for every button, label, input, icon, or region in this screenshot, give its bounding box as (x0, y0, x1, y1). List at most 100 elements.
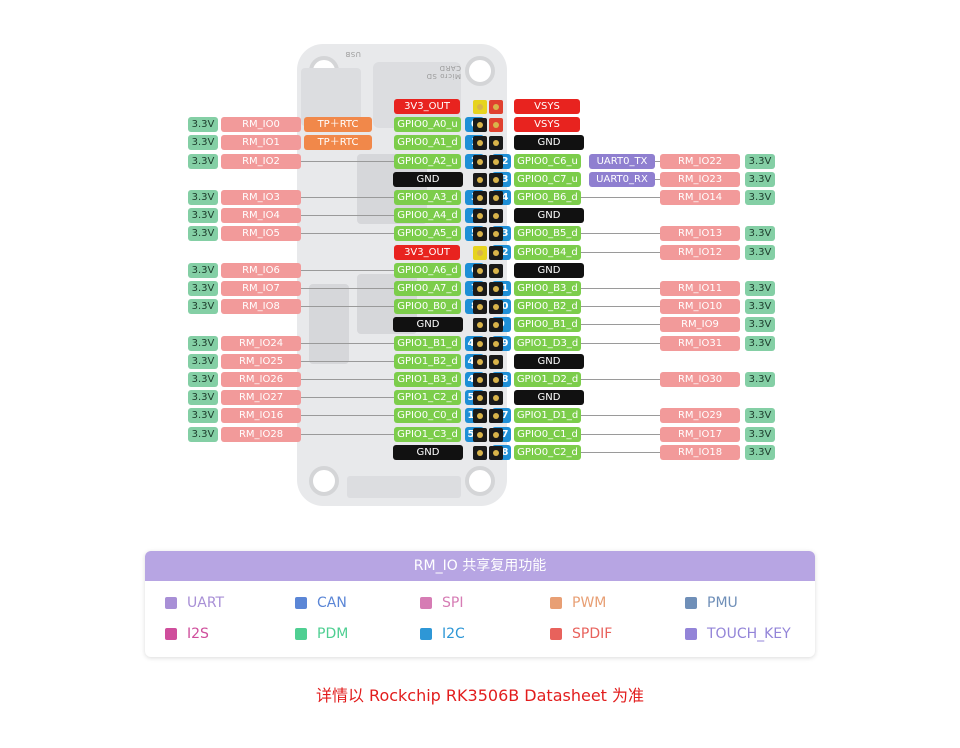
voltage-label: 3.3V (188, 390, 218, 406)
rm-io-label: RM_IO4 (221, 208, 301, 224)
rm-io-label: RM_IO17 (660, 426, 740, 442)
header-pin (473, 427, 487, 442)
leader-line (301, 233, 394, 235)
legend-swatch (550, 597, 562, 609)
rm-io-label: RM_IO26 (221, 372, 301, 387)
rm-io-label: RM_IO25 (221, 353, 301, 369)
header-pin (473, 300, 487, 315)
gpio-label: GPIO0_C7_u (514, 171, 581, 187)
voltage-label: 3.3V (188, 372, 218, 387)
legend-item: I2S (165, 626, 209, 642)
legend-label: SPI (442, 595, 464, 611)
sd-card-slot: Micro SD CARD (373, 62, 461, 128)
header-pin (473, 191, 487, 205)
leader-line (301, 433, 394, 435)
leader-line (301, 197, 394, 198)
header-pin (489, 263, 503, 278)
legend-label: TOUCH_KEY (707, 626, 791, 642)
leader-line (301, 306, 394, 308)
leader-line (301, 397, 394, 399)
legend-label: PMU (707, 595, 738, 611)
gpio-label: GPIO0_A7_d (394, 281, 461, 296)
voltage-label: 3.3V (188, 153, 218, 169)
leader-line (581, 197, 660, 198)
voltage-label: 3.3V (745, 317, 775, 333)
header-pin (473, 354, 487, 369)
power-out-label: 3V3_OUT (394, 244, 460, 260)
legend-label: SPDIF (572, 626, 613, 642)
header-pin (473, 154, 487, 169)
voltage-label: 3.3V (745, 226, 775, 242)
voltage-label: 3.3V (188, 208, 218, 224)
rm-io-label: RM_IO27 (221, 390, 301, 406)
usb-label: USB (345, 50, 361, 58)
gpio-label: GPIO1_D1_d (514, 408, 581, 424)
gnd-label: GND (393, 171, 463, 187)
gpio-label: GPIO0_A5_d (394, 226, 461, 242)
header-pin (473, 282, 487, 296)
gnd-label: GND (514, 135, 584, 151)
gpio-label: GPIO0_C1_d (514, 426, 581, 442)
voltage-label: 3.3V (745, 372, 775, 387)
voltage-label: 3.3V (188, 117, 218, 133)
voltage-label: 3.3V (188, 353, 218, 369)
gpio-label: GPIO0_A6_d (394, 262, 461, 278)
leader-line (581, 251, 660, 253)
legend-swatch (685, 628, 697, 640)
voltage-label: 3.3V (745, 153, 775, 169)
legend-label: I2C (442, 626, 465, 642)
header-pin (489, 318, 503, 333)
gpio-label: GPIO0_B4_d (514, 244, 581, 260)
header-pin (489, 336, 503, 351)
voltage-label: 3.3V (745, 444, 775, 460)
rm-io-label: RM_IO29 (660, 408, 740, 424)
gpio-label: GPIO1_C2_d (394, 390, 461, 406)
gnd-label: GND (393, 444, 463, 460)
legend-swatch (550, 628, 562, 640)
rm-io-label: RM_IO16 (221, 408, 301, 424)
header-pin (489, 409, 503, 424)
legend-swatch (165, 597, 177, 609)
rm-io-label: RM_IO13 (660, 226, 740, 242)
uart-label: UART0_TX (589, 153, 655, 169)
rm-io-label: RM_IO22 (660, 153, 740, 169)
voltage-label: 3.3V (745, 171, 775, 187)
header-pin (489, 391, 503, 406)
leader-line (655, 160, 660, 162)
header-pin (473, 100, 487, 114)
rm-io-label: RM_IO24 (221, 335, 301, 351)
voltage-label: 3.3V (188, 190, 218, 205)
header-pin (489, 227, 503, 242)
rm-io-label: RM_IO23 (660, 171, 740, 187)
header-pin (489, 209, 503, 224)
header-pin (473, 263, 487, 278)
rm-io-label: RM_IO28 (221, 426, 301, 442)
rm-io-label: RM_IO14 (660, 190, 740, 205)
voltage-label: 3.3V (745, 190, 775, 205)
leader-line (301, 342, 394, 344)
legend-item: I2C (420, 626, 465, 642)
voltage-label: 3.3V (745, 426, 775, 442)
gpio-label: GPIO0_B1_d (514, 317, 581, 333)
voltage-label: 3.3V (745, 281, 775, 296)
sd-card-label: Micro SD CARD (426, 64, 461, 80)
header-pin (489, 282, 503, 296)
header-pin (489, 136, 503, 151)
rm-io-label: RM_IO12 (660, 244, 740, 260)
leader-line (581, 379, 660, 380)
mount-hole (309, 466, 339, 496)
gnd-label: GND (514, 390, 584, 406)
legend-label: PDM (317, 626, 349, 642)
leader-line (655, 178, 660, 180)
header-pin (489, 100, 503, 114)
chip (309, 284, 349, 364)
header-pin (473, 391, 487, 406)
leader-line (581, 433, 660, 435)
legend-item: UART (165, 595, 224, 611)
legend-label: I2S (187, 626, 209, 642)
rm-io-label: RM_IO1 (221, 135, 301, 151)
gnd-label: GND (393, 317, 463, 333)
gpio-label: GPIO0_C0_d (394, 408, 461, 424)
gpio-label: GPIO1_D3_d (514, 335, 581, 351)
